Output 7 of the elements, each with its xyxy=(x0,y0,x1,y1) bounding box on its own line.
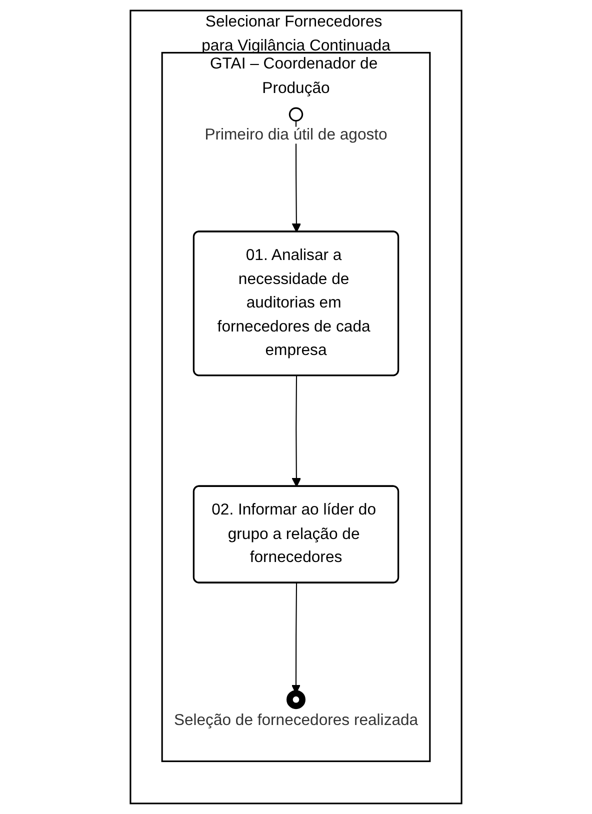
event-label: Primeiro dia útil de agosto xyxy=(204,126,388,144)
task-box: 02. Informar ao líder do grupo a relação de fornecedores xyxy=(192,485,400,584)
event-label: Seleção de fornecedores realizada xyxy=(174,712,418,729)
start-event-circle xyxy=(288,107,304,122)
end-event-circle xyxy=(286,690,306,710)
arrow xyxy=(292,376,302,488)
task-box: 01. Analisar a necessidade de auditorias em fornecedores de cada empresa xyxy=(192,230,400,376)
